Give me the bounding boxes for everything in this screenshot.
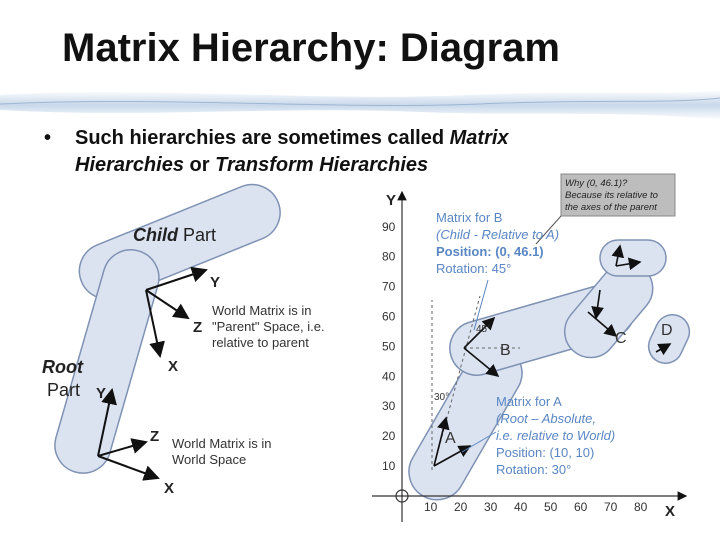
root-z-axis-arrow xyxy=(97,438,148,457)
y-tick-label: 50 xyxy=(382,339,396,353)
root-part-label: Root xyxy=(42,357,84,377)
x-tick-label: 30 xyxy=(484,500,498,514)
root-axis-x-label: X xyxy=(164,480,174,497)
child-axis-y-label: Y xyxy=(210,274,220,291)
angle-b-label: 45° xyxy=(476,324,491,335)
child-axis-x-label: X xyxy=(168,358,178,375)
bullet-text: or xyxy=(183,154,216,176)
part-b-label: B xyxy=(500,342,511,359)
root-axis-y-label: Y xyxy=(96,385,106,402)
root-axis-z-label: Z xyxy=(150,428,159,445)
part-a-label: A xyxy=(445,430,456,447)
part-top-arrow xyxy=(615,257,642,271)
child-y-axis-arrow xyxy=(145,266,208,291)
child-z-axis-arrow xyxy=(145,289,190,320)
left-figure: Child Part Root Part Y Z X World Matrix … xyxy=(42,183,328,497)
child-axis-z-label: Z xyxy=(193,319,202,336)
root-x-axis-arrow xyxy=(97,455,160,481)
y-tick-label: 90 xyxy=(382,220,396,234)
bullet-emphasis: Matrix xyxy=(449,127,509,149)
part-a-y-arrow xyxy=(433,416,450,467)
y-tick-group: 10 20 30 40 50 60 70 80 90 xyxy=(382,220,396,473)
child-x-axis-arrow xyxy=(145,289,165,358)
matrix-b-note: Matrix for B (Child - Relative to A) Pos… xyxy=(436,210,563,276)
callout-text: Why (0, 46.1)? Because its relative to t… xyxy=(565,178,661,213)
x-tick-label: 50 xyxy=(544,500,558,514)
matrix-b-pointer xyxy=(473,279,489,331)
matrix-a-note: Matrix for A (Root – Absolute, i.e. rela… xyxy=(496,394,619,477)
angle-a-label: 30° xyxy=(434,392,449,403)
part-b-x-arrow xyxy=(463,347,500,378)
part-c-arrow-2 xyxy=(591,289,604,320)
root-part-label-part: Part xyxy=(47,380,80,400)
bullet-dot: • xyxy=(44,127,52,149)
y-tick-label: 20 xyxy=(382,429,396,443)
part-b-y-arrow xyxy=(463,316,496,349)
x-tick-label: 10 xyxy=(424,500,438,514)
part-a-x-arrow xyxy=(433,445,472,467)
part-top-shape xyxy=(599,239,667,277)
x-tick-label: 40 xyxy=(514,500,528,514)
y-tick-label: 70 xyxy=(382,280,396,294)
child-part-label: Child Part xyxy=(133,225,216,245)
x-tick-label: 80 xyxy=(634,500,648,514)
part-d-arrow xyxy=(655,343,672,356)
x-tick-label: 20 xyxy=(454,500,468,514)
x-tick-label: 70 xyxy=(604,500,618,514)
x-axis-label: X xyxy=(665,503,675,520)
callout-box xyxy=(560,173,676,217)
root-note: World Matrix is in World Space xyxy=(172,436,275,467)
part-top-arrow-2 xyxy=(611,244,625,267)
angle-guide-a xyxy=(433,295,481,467)
x-tick-group: 10 20 30 40 50 60 70 80 xyxy=(424,500,648,514)
bullet-emphasis: Transform Hierarchies xyxy=(215,154,429,176)
y-tick-label: 80 xyxy=(382,250,396,264)
slide-title: Matrix Hierarchy: Diagram xyxy=(62,26,560,70)
part-d-shape xyxy=(647,313,691,365)
y-tick-label: 40 xyxy=(382,369,396,383)
y-tick-label: 60 xyxy=(382,310,396,324)
y-axis-label: Y xyxy=(386,192,396,209)
bullet-text: Such hierarchies are sometimes called xyxy=(75,127,450,149)
y-tick-label: 30 xyxy=(382,399,396,413)
part-d-label: D xyxy=(661,322,673,339)
origin-marker xyxy=(395,489,409,503)
callout-pointer xyxy=(535,215,562,245)
y-tick-label: 10 xyxy=(382,459,396,473)
child-note: World Matrix is in "Parent" Space, i.e. … xyxy=(212,303,328,350)
part-c-label: C xyxy=(615,330,627,347)
root-part-shape xyxy=(54,249,160,474)
root-y-axis-arrow xyxy=(97,388,117,457)
x-tick-label: 60 xyxy=(574,500,588,514)
bullet-emphasis: Hierarchies xyxy=(75,154,184,176)
matrix-a-pointer xyxy=(461,431,497,453)
